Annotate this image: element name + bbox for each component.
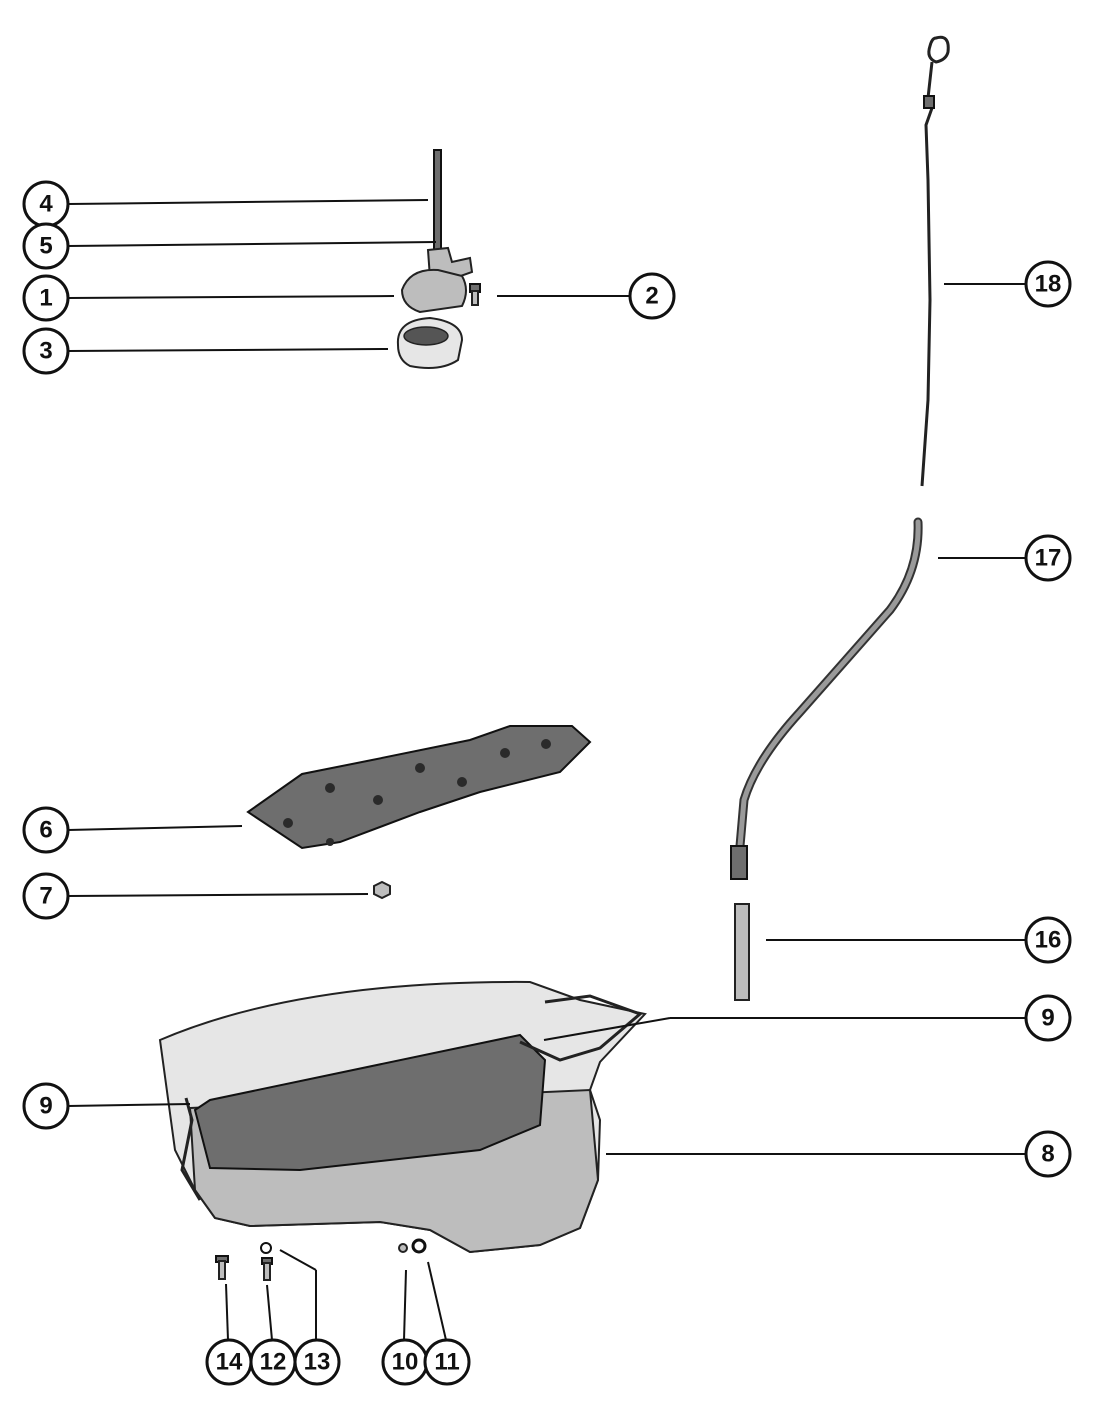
callout-1: 1 xyxy=(22,274,70,322)
callout-7: 7 xyxy=(22,872,70,920)
pan-gasket-right xyxy=(519,994,643,1062)
svg-text:1: 1 xyxy=(39,285,52,312)
svg-text:16: 16 xyxy=(1035,927,1062,954)
windage-tray-holes xyxy=(283,739,551,846)
callout-16: 16 xyxy=(1024,916,1072,964)
drain-plug xyxy=(398,1243,408,1253)
screen-opening xyxy=(403,326,449,346)
svg-text:13: 13 xyxy=(304,1349,331,1376)
pan-washer xyxy=(260,1242,272,1254)
callout-6: 6 xyxy=(22,806,70,854)
oil-pump-assembly xyxy=(396,149,474,369)
svg-text:18: 18 xyxy=(1035,271,1062,298)
callout-11: 11 xyxy=(423,1338,471,1386)
callout-8: 8 xyxy=(1024,1130,1072,1178)
leader-lines xyxy=(67,199,1026,1341)
dipstick-tube xyxy=(730,517,923,880)
pump-drive-shaft xyxy=(433,149,442,256)
callout-13: 13 xyxy=(293,1338,341,1386)
callout-12: 12 xyxy=(249,1338,297,1386)
svg-text:3: 3 xyxy=(39,338,52,365)
callout-18: 18 xyxy=(1024,260,1072,308)
callout-4: 4 xyxy=(22,180,70,228)
oil-pan-inner-well xyxy=(193,1033,547,1172)
tube-adapter xyxy=(734,903,750,1001)
callout-9-right: 9 xyxy=(1024,994,1072,1042)
drain-plug-gasket xyxy=(411,1238,427,1254)
svg-text:2: 2 xyxy=(645,283,658,310)
svg-text:7: 7 xyxy=(39,883,52,910)
callout-10: 10 xyxy=(381,1338,429,1386)
svg-text:9: 9 xyxy=(39,1093,52,1120)
callout-14: 14 xyxy=(205,1338,253,1386)
svg-text:5: 5 xyxy=(39,233,52,260)
callout-3: 3 xyxy=(22,327,70,375)
svg-text:6: 6 xyxy=(39,817,52,844)
pan-gasket-left xyxy=(180,1097,202,1201)
svg-text:8: 8 xyxy=(1041,1141,1054,1168)
callout-2: 2 xyxy=(628,272,676,320)
callout-17: 17 xyxy=(1024,534,1072,582)
pump-bolt xyxy=(469,283,481,306)
pan-bolt xyxy=(215,1255,229,1280)
svg-text:14: 14 xyxy=(216,1349,243,1376)
dipstick xyxy=(920,35,950,487)
pan-screw xyxy=(261,1257,273,1281)
svg-text:11: 11 xyxy=(434,1349,459,1376)
callout-5: 5 xyxy=(22,222,70,270)
svg-text:9: 9 xyxy=(1041,1005,1054,1032)
svg-text:17: 17 xyxy=(1035,545,1062,572)
oil-pump-body xyxy=(400,268,467,314)
svg-text:12: 12 xyxy=(260,1349,287,1376)
tray-nut xyxy=(373,880,391,900)
callout-9-left: 9 xyxy=(22,1082,70,1130)
svg-text:4: 4 xyxy=(39,191,53,218)
svg-text:10: 10 xyxy=(392,1349,419,1376)
windage-tray xyxy=(246,725,592,850)
